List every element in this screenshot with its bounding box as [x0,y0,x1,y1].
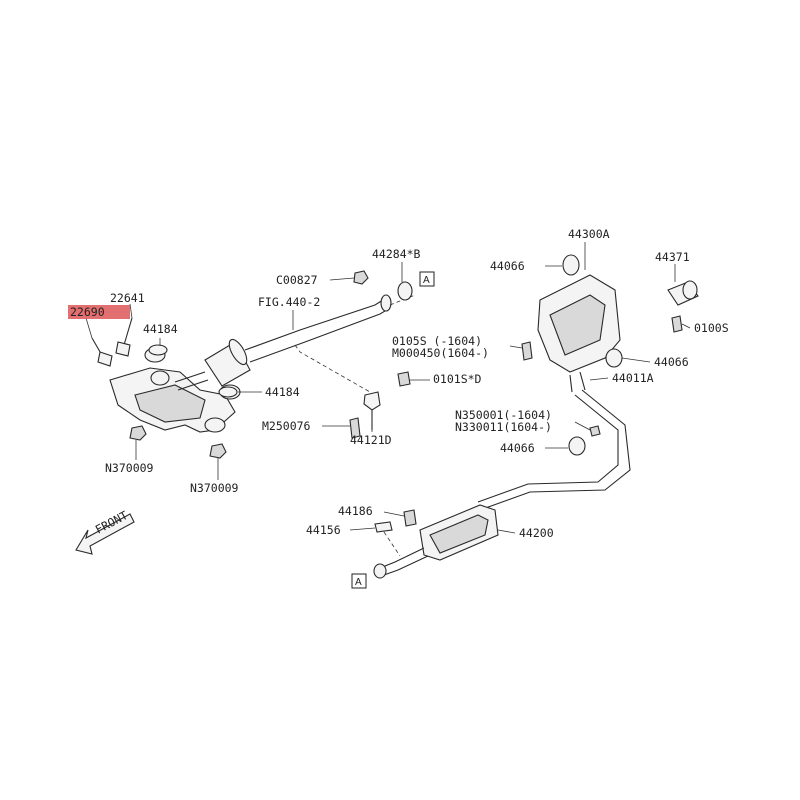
label-44200[interactable]: 44200 [519,526,554,540]
stud-44156 [374,521,401,557]
exhaust-manifold [109,347,241,433]
label-44186[interactable]: 44186 [338,504,373,518]
label-n370009-left[interactable]: N370009 [105,461,154,475]
front-pipe [244,294,416,393]
label-44066-top[interactable]: 44066 [490,259,525,273]
gasket-44184-lower [218,386,238,398]
oxygen-sensors [91,317,133,367]
nut-n370009-left [129,425,147,441]
label-m250076[interactable]: M250076 [262,419,311,433]
rear-muffler-44300a [537,274,621,393]
label-fig-440-2[interactable]: FIG.440-2 [258,295,320,309]
label-44011a[interactable]: 44011A [612,371,654,385]
label-44121d[interactable]: 44121D [350,433,392,447]
svg-text:A: A [355,577,362,588]
front-arrow: FRONT [75,508,135,555]
hanger-bolt-44186 [403,509,417,527]
rubber-mount-44066-top [562,254,580,276]
svg-text:A: A [423,275,430,286]
label-c00827[interactable]: C00827 [276,273,318,287]
label-44284[interactable]: 44284*B [372,247,421,261]
ref-tag-a-lower: A [351,573,367,589]
label-44184-lower[interactable]: 44184 [265,385,300,399]
label-0101s[interactable]: 0101S*D [433,372,482,386]
label-44156[interactable]: 44156 [306,523,341,537]
rubber-mount-44066-mid [568,436,586,456]
label-22641[interactable]: 22641 [110,291,145,305]
highlight-22690 [68,305,130,319]
label-44066-right[interactable]: 44066 [654,355,689,369]
hanger-44121d [349,371,411,439]
label-44184-upper[interactable]: 44184 [143,322,178,336]
nut-n370009-right [209,443,227,459]
gasket-44184-upper [148,344,168,356]
label-0105s[interactable]: 0105S (-1604) [392,334,482,348]
label-44371[interactable]: 44371 [655,250,690,264]
label-44300a[interactable]: 44300A [568,227,610,241]
label-n370009-right[interactable]: N370009 [190,481,239,495]
center-muffler-44200 [373,504,499,579]
gasket-44284 [397,281,413,301]
bolt-0105s [521,341,533,361]
label-0100s[interactable]: 0100S [694,321,729,335]
tailpipe-cover-44371 [667,280,699,333]
label-22690[interactable]: 22690 [70,305,105,319]
label-m000450[interactable]: M000450(1604-) [392,346,489,360]
nut-c00827 [353,270,369,285]
catalytic-converter [204,338,251,387]
rubber-mount-44066-right [605,348,623,368]
label-n330011[interactable]: N330011(1604-) [455,420,552,434]
ref-tag-a-upper: A [419,271,435,287]
leader-lines [85,242,691,534]
label-44066-mid[interactable]: 44066 [500,441,535,455]
center-pipe-44011a [477,389,631,511]
label-n350001[interactable]: N350001(-1604) [455,408,552,422]
